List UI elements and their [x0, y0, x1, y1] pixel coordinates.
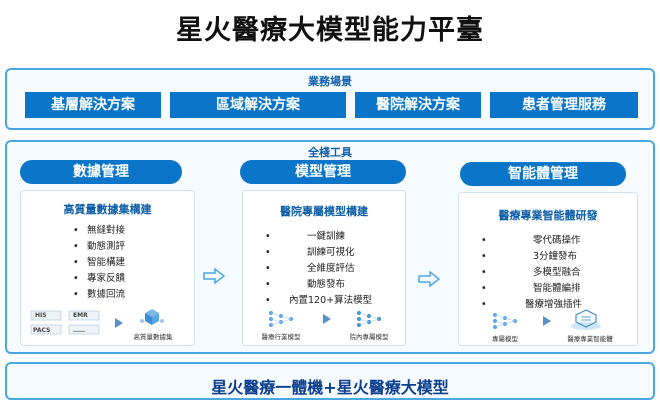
scenario-regional[interactable]: 區域解決方案 — [170, 92, 346, 118]
list-item: 智能構建 — [73, 255, 125, 271]
data-management-header[interactable]: 數據管理 — [20, 160, 182, 184]
dataset-output-label: 高質量數據集 — [133, 333, 173, 341]
list-item: 多模型融合 — [481, 265, 582, 281]
agent-management-header[interactable]: 智能體管理 — [460, 162, 626, 186]
source-emr: EMR — [73, 312, 88, 319]
arrow-right-icon — [323, 314, 331, 324]
bottom-panel — [5, 362, 655, 400]
list-item: 訓練可視化 — [265, 245, 372, 261]
list-item: 數據回流 — [73, 287, 125, 303]
industry-model-icon — [269, 311, 293, 327]
data-management-card: 高質量數據集構建 無縫對接 動態測評 智能構建 專家反饋 數據回流 HIS EM… — [20, 190, 195, 346]
source-his: HIS — [35, 312, 47, 319]
industry-model-label: 醫療行業模型 — [261, 333, 301, 341]
list-item: 專家反饋 — [73, 271, 125, 287]
medical-agent-icon — [571, 309, 601, 330]
list-item: 動態發布 — [265, 277, 372, 293]
medical-agent-label: 醫療專業智能體 — [567, 335, 613, 343]
list-item: 無縫對接 — [73, 223, 125, 239]
agent-management-card: 醫療專業智能體研發 零代碼操作 3分鐘發布 多模型融合 智能體編排 醫療增強插件… — [458, 192, 638, 346]
scenario-patient-management[interactable]: 患者管理服務 — [490, 92, 638, 118]
dedicated-model-label: 專屬模型 — [492, 335, 518, 343]
model-card-title: 醫院專屬模型構建 — [280, 205, 368, 218]
list-item: 智能體編排 — [481, 281, 582, 297]
flow-arrow-icon — [203, 268, 225, 284]
tools-label: 全棧工具 — [308, 146, 352, 159]
dataset-cubes-icon — [140, 309, 164, 325]
arrow-right-icon — [115, 318, 123, 328]
model-bullets: 一鍵訓練 訓練可視化 全維度評估 動態發布 內置120+算法模型 — [265, 229, 372, 309]
list-item: 一鍵訓練 — [265, 229, 372, 245]
model-management-header[interactable]: 模型管理 — [240, 160, 406, 184]
list-item: 內置120+算法模型 — [265, 293, 372, 309]
data-sources-icon — [30, 310, 100, 335]
page-title: 星火醫療大模型能力平臺 — [176, 15, 484, 46]
agent-bullets: 零代碼操作 3分鐘發布 多模型融合 智能體編排 醫療增強插件 — [481, 233, 582, 313]
hospital-model-label: 院內專屬模型 — [349, 333, 389, 341]
data-bullets: 無縫對接 動態測評 智能構建 專家反饋 數據回流 — [73, 223, 125, 303]
flow-arrow-icon — [418, 271, 440, 287]
model-management-card: 醫院專屬模型構建 一鍵訓練 訓練可視化 全維度評估 動態發布 內置120+算法模… — [242, 190, 406, 346]
hospital-model-icon — [357, 311, 381, 327]
list-item: 全維度評估 — [265, 261, 372, 277]
list-item: 3分鐘發布 — [481, 249, 582, 265]
scenario-hospital[interactable]: 醫院解決方案 — [355, 92, 481, 118]
arrow-right-icon — [543, 316, 551, 326]
source-more: …… — [73, 327, 85, 334]
data-card-title: 高質量數據集構建 — [63, 203, 152, 216]
source-pacs: PACS — [33, 327, 51, 334]
bottom-title: 星火醫療一體機+星火醫療大模型 — [211, 378, 449, 397]
list-item: 動態測評 — [73, 239, 125, 255]
list-item: 醫療增強插件 — [481, 297, 582, 313]
scenario-primary-care[interactable]: 基層解決方案 — [25, 92, 161, 118]
agent-card-title: 醫療專業智能體研發 — [498, 209, 598, 222]
list-item: 零代碼操作 — [481, 233, 582, 249]
scenarios-label: 業務場景 — [308, 75, 352, 88]
dedicated-model-icon — [493, 313, 517, 329]
